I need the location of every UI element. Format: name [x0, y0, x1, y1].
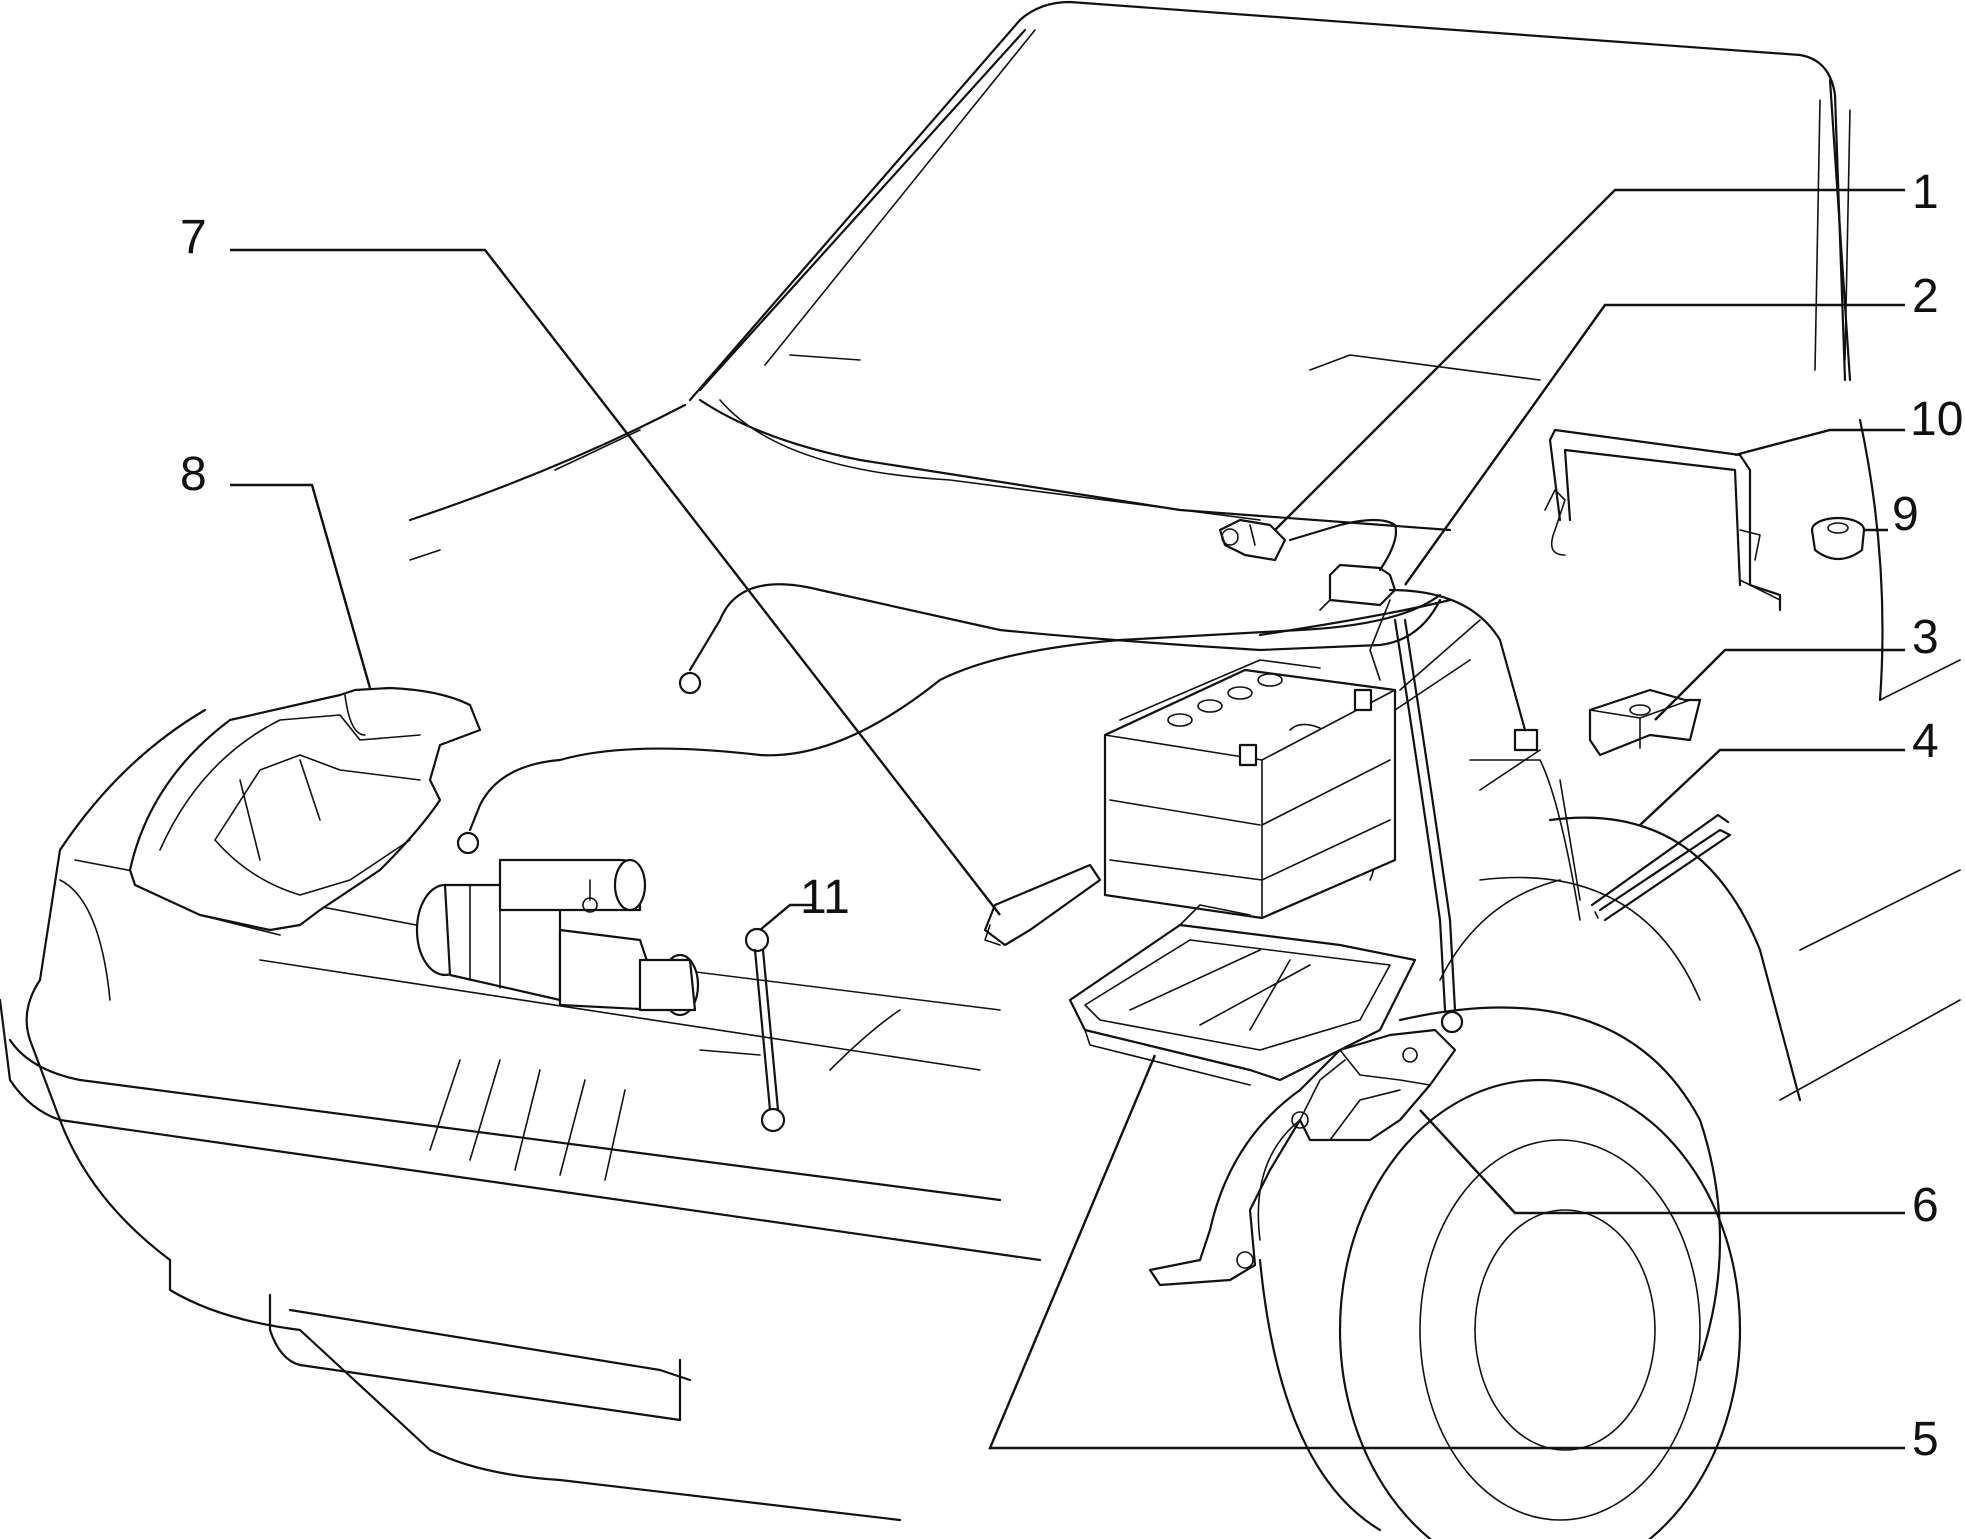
callout-1: 1 [1912, 166, 1939, 219]
hold-down-clamp-part-3 [1588, 688, 1702, 757]
callout-4: 4 [1912, 715, 1939, 768]
callout-3: 3 [1912, 611, 1939, 664]
cable-harness-part-2 [456, 518, 1539, 1034]
ground-strap-part-11 [744, 927, 786, 1133]
hold-down-rod-part-4 [1590, 813, 1732, 922]
ground-bracket-part-7 [983, 863, 1102, 947]
tray-support-bracket-part-6 [1148, 1028, 1457, 1287]
callout-2: 2 [1912, 270, 1939, 323]
leader-lines [230, 188, 1905, 1450]
terminal-nut-part-9 [1810, 516, 1866, 561]
callout-6: 6 [1912, 1179, 1939, 1232]
battery-tray-part-5 [1068, 904, 1417, 1086]
retaining-frame-part-10 [1544, 428, 1782, 612]
callout-9: 9 [1892, 488, 1919, 541]
callout-labels: 1 2 3 4 5 6 7 8 9 10 11 [180, 166, 1963, 1466]
callout-5: 5 [1912, 1413, 1939, 1466]
callout-8: 8 [180, 448, 207, 501]
callout-10: 10 [1910, 393, 1963, 446]
starter-motor [415, 858, 700, 1017]
heat-shield-part-8 [128, 686, 482, 936]
terminal-clamp-part-1 [1218, 518, 1287, 562]
callout-7: 7 [180, 211, 207, 264]
callout-11: 11 [800, 871, 850, 924]
battery [1103, 659, 1397, 920]
